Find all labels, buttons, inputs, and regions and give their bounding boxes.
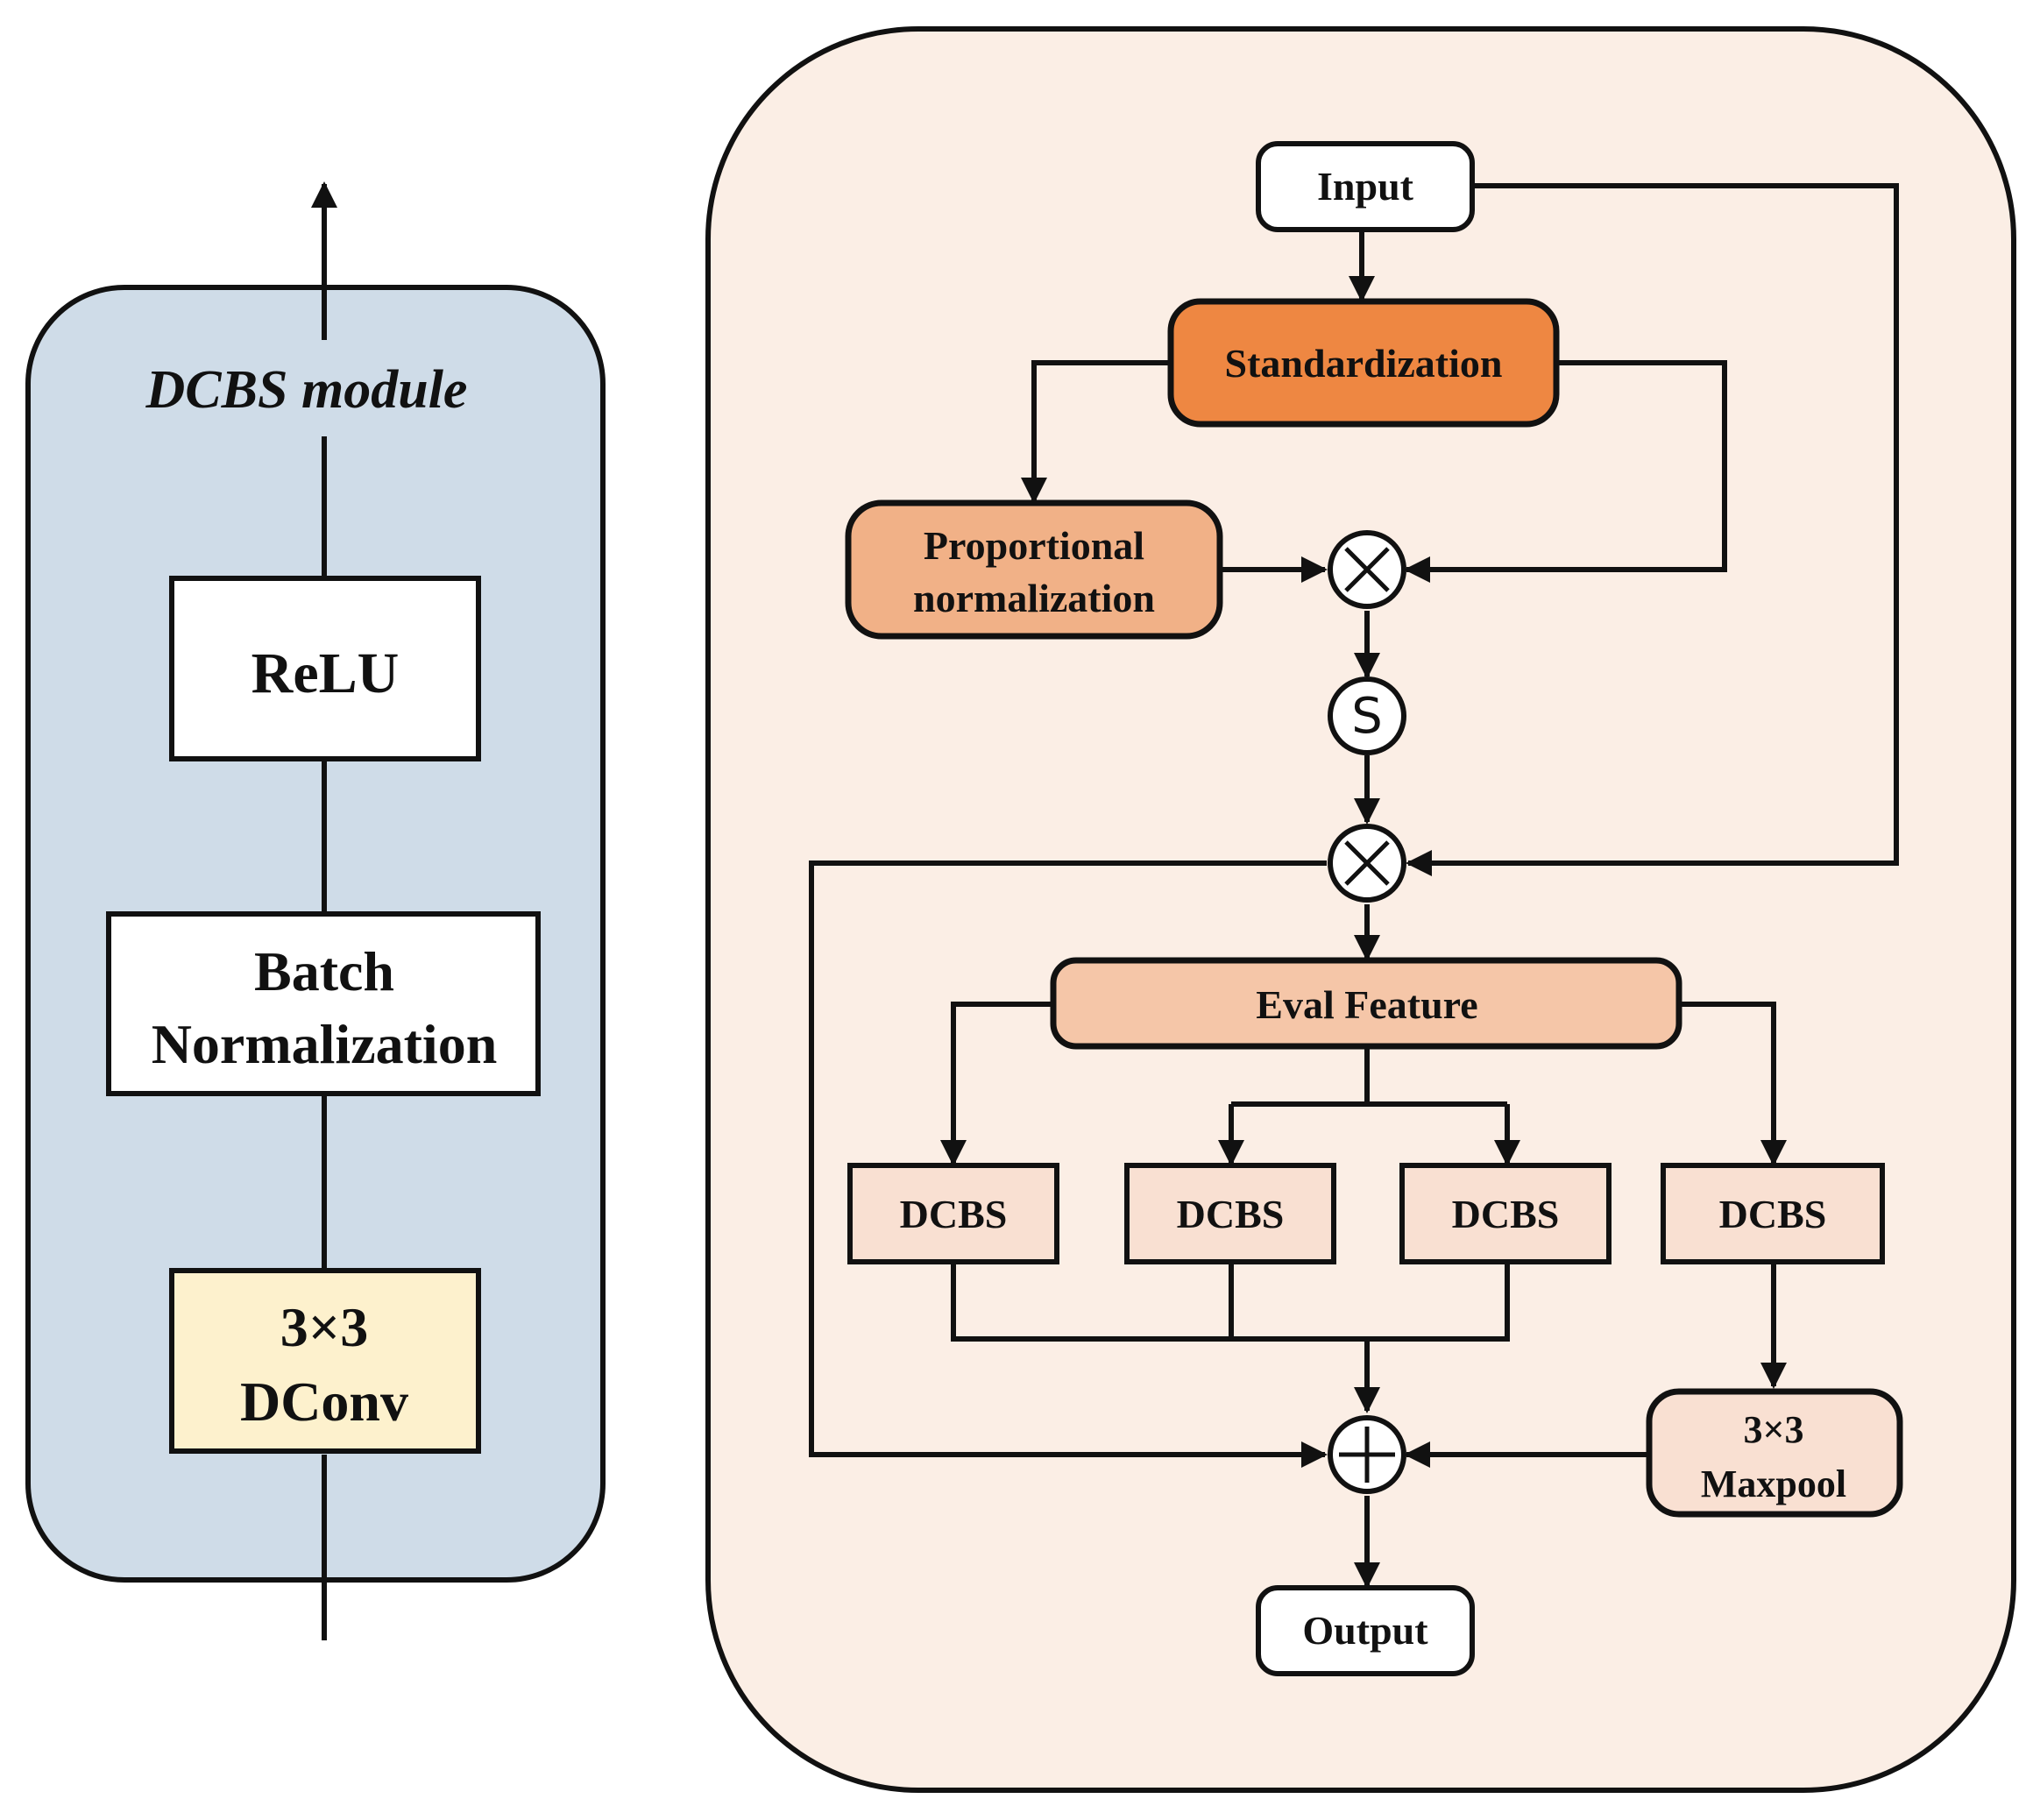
standardization-label: Standardization [1225,341,1503,386]
multiply-stroke-2b [1344,840,1390,886]
dcbs-node-2 [1124,1163,1336,1264]
dcbs-label-4: DCBS [1719,1192,1827,1236]
output-label: Output [1302,1608,1428,1653]
batch-normalization-label-line1: Batch [254,940,394,1002]
dcbs-node-4 [1661,1163,1885,1264]
dcbs-node-1 [847,1163,1059,1264]
dcbs-label-2: DCBS [1177,1192,1285,1236]
multiply-stroke-1b [1344,547,1390,592]
proportional-normalization-label-line2: normalization [913,576,1155,620]
batch-normalization-box [106,911,541,1096]
output-node [1256,1585,1475,1676]
multiply-operator-1 [1328,530,1406,609]
input-label: Input [1317,164,1414,209]
input-node [1256,141,1475,232]
dconv-label-line1: 3×3 [280,1296,368,1358]
sigmoid-label: S [1351,688,1383,745]
eval-feature-node [1050,957,1682,1050]
eval-feature-label: Eval Feature [1256,982,1477,1027]
add-operator [1328,1415,1406,1494]
proportional-normalization-node [845,499,1223,640]
dconv-box [169,1268,481,1454]
relu-label: ReLU [251,641,400,705]
maxpool-label-line2: Maxpool [1701,1462,1846,1505]
feature-module-connectors [809,183,1899,1589]
dcbs-module-title: DCBS module [145,360,468,420]
relu-box [169,576,481,761]
standardization-node [1167,298,1560,428]
maxpool-label-line1: 3×3 [1743,1408,1803,1451]
batch-normalization-label-line2: Normalization [152,1013,498,1075]
sigmoid-operator [1328,676,1406,755]
dcbs-node-3 [1399,1163,1612,1264]
proportional-normalization-label-line1: Proportional [924,523,1144,568]
dcbs-label-3: DCBS [1452,1192,1560,1236]
dconv-label-line2: DConv [240,1370,408,1433]
dcbs-label-1: DCBS [900,1192,1008,1236]
maxpool-node [1646,1388,1903,1518]
multiply-operator-2 [1328,824,1406,903]
